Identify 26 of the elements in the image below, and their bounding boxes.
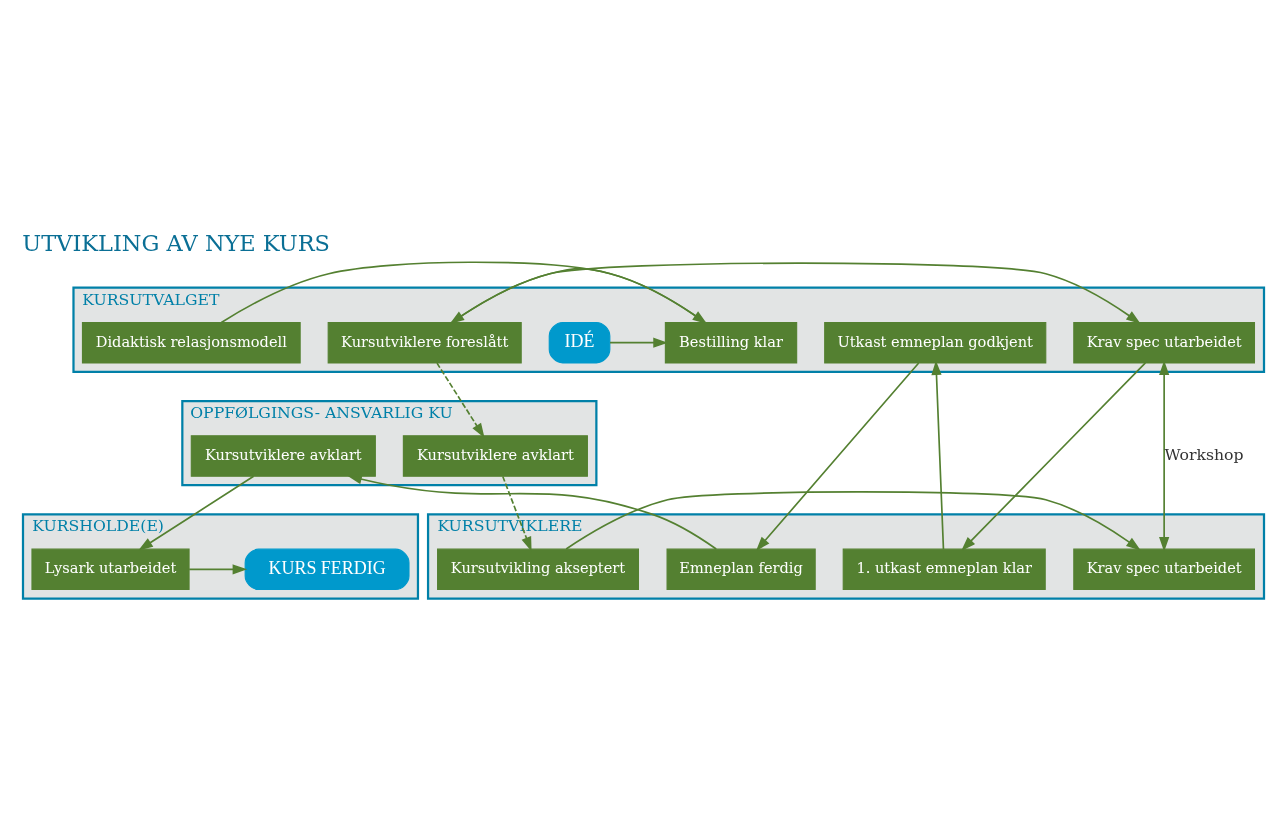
arrow [347, 474, 718, 550]
arrow [502, 475, 532, 552]
diagram-title: UTVIKLING AV NYE KURS [22, 229, 330, 256]
node-box: Lysark utarbeidet [31, 548, 190, 591]
node-box: KURS FERDIG [244, 548, 410, 591]
node-box: Kursutviklere foreslått [327, 321, 522, 364]
arrow [609, 337, 668, 348]
node-box: Krav spec utarbeidet [1073, 321, 1256, 364]
node-box: Utkast emneplan godkjent [824, 321, 1047, 364]
node-box: Kursutviklere avklart [190, 435, 376, 477]
arrow [961, 362, 1147, 551]
arrow [436, 362, 485, 438]
node-box: Kursutvikling akseptert [437, 548, 639, 591]
arrow [188, 564, 248, 575]
arrow [755, 362, 920, 552]
arrow [931, 360, 945, 550]
node-box: Emneplan ferdig [666, 548, 816, 591]
node-box: Kursutviklere avklart [402, 435, 588, 477]
arrow [138, 475, 255, 551]
arrow [565, 491, 1141, 551]
arrow [1159, 360, 1170, 552]
node-box: Didaktisk relasjonsmodell [81, 321, 301, 364]
node-box: IDÉ [548, 321, 611, 364]
node-box: 1. utkast emneplan klar [842, 548, 1046, 591]
node-box: Krav spec utarbeidet [1073, 548, 1256, 591]
node-box: Bestilling klar [664, 321, 798, 364]
